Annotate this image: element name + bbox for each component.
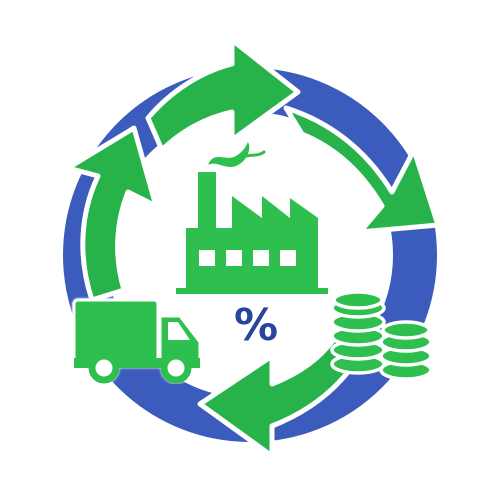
truck-wheel-front <box>160 352 192 384</box>
arrow-right <box>283 105 441 235</box>
coin-stack-tall <box>330 290 386 375</box>
arrow-top <box>145 37 301 153</box>
factory-icon <box>176 142 328 294</box>
truck-cargo-box <box>72 298 160 368</box>
percent-symbol: % <box>234 300 278 351</box>
truck-wheel-rear <box>88 352 120 384</box>
arrow-left <box>65 125 159 303</box>
arrow-bottom <box>197 317 375 459</box>
smoke-icon <box>208 142 250 167</box>
coin-stack-icon <box>330 290 433 381</box>
delivery-truck-icon <box>72 298 202 384</box>
coin-stack-short <box>379 320 433 381</box>
circular-arrows-icon <box>65 37 441 459</box>
